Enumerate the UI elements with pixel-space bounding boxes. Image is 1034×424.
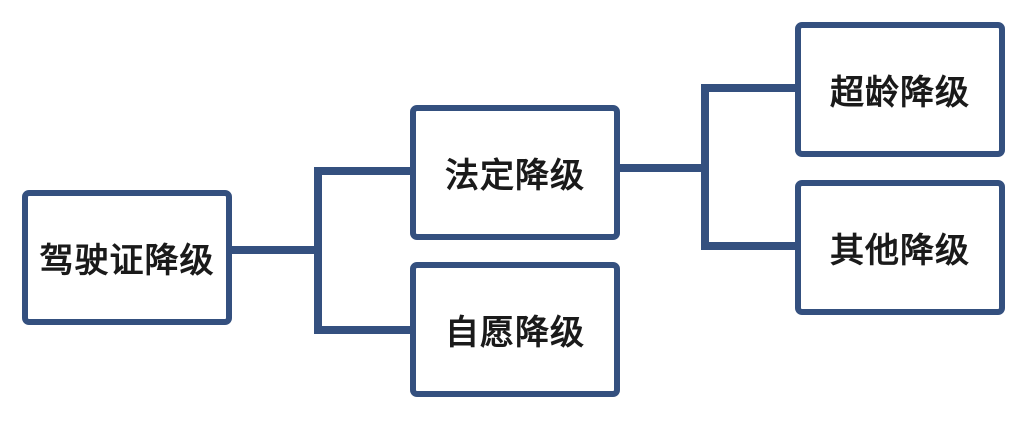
node-license-downgrade-label: 驾驶证降级 (39, 241, 215, 281)
node-voluntary-downgrade: 自愿降级 (410, 262, 620, 397)
node-other-downgrade: 其他降级 (795, 180, 1005, 315)
node-voluntary-downgrade-label: 自愿降级 (445, 313, 585, 353)
node-overage-downgrade: 超龄降级 (795, 22, 1005, 157)
connector-legal-to-age (620, 84, 795, 172)
node-license-downgrade: 驾驶证降级 (22, 190, 232, 325)
connector-root-to-legal (232, 167, 410, 254)
node-legal-downgrade: 法定降级 (410, 105, 620, 240)
connector-legal-to-other (701, 168, 795, 250)
node-legal-downgrade-label: 法定降级 (445, 156, 585, 196)
node-overage-downgrade-label: 超龄降级 (830, 73, 970, 113)
node-other-downgrade-label: 其他降级 (830, 231, 970, 271)
connector-root-to-voluntary (314, 250, 410, 334)
